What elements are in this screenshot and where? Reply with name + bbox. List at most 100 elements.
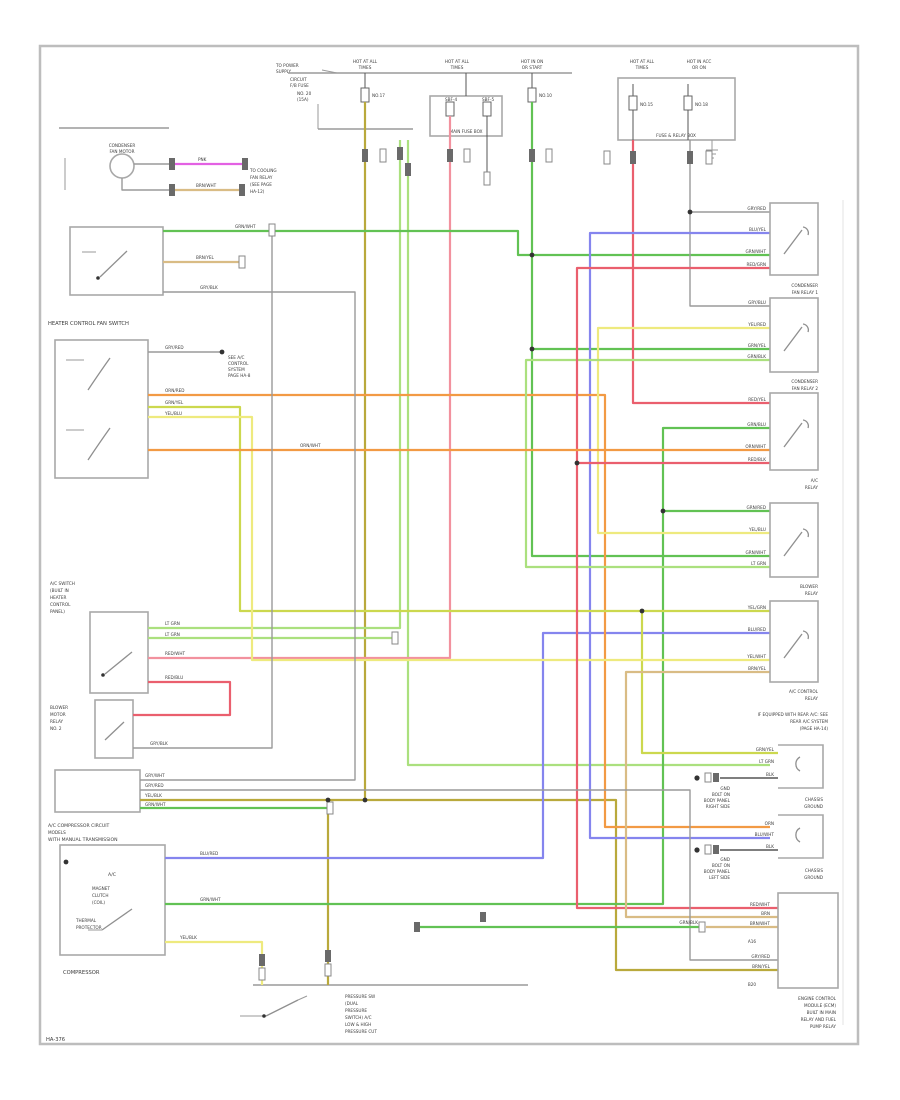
wire-ygreen — [148, 405, 770, 613]
svg-text:THERMAL: THERMAL — [75, 918, 97, 923]
svg-text:BRN/WHT: BRN/WHT — [750, 921, 771, 926]
junction-dots — [219, 209, 693, 803]
svg-text:HOT IN ACC: HOT IN ACC — [687, 59, 712, 64]
fuse-label-3: HOT IN ON OR START — [521, 59, 543, 70]
svg-text:ORN/RED: ORN/RED — [165, 388, 185, 393]
svg-text:BOLT ON: BOLT ON — [712, 863, 730, 868]
svg-text:RED/BLU: RED/BLU — [165, 675, 183, 680]
svg-text:LEFT SIDE: LEFT SIDE — [709, 875, 730, 880]
svg-text:BLU/YEL: BLU/YEL — [749, 227, 767, 232]
wire-gray-resistor — [140, 291, 356, 781]
svg-text:HEATER: HEATER — [50, 595, 67, 600]
svg-text:RIGHT SIDE: RIGHT SIDE — [706, 804, 731, 809]
svg-text:CONDENSER: CONDENSER — [791, 379, 818, 384]
svg-text:NO.18: NO.18 — [695, 102, 708, 107]
svg-text:GRN/WHT: GRN/WHT — [235, 224, 256, 229]
wire-code-labels: GRN/WHT PNK BRN/WHT BRN/YEL GRY/BLK GRY/… — [144, 157, 321, 940]
svg-text:FUSE & RELAY BOX: FUSE & RELAY BOX — [656, 133, 696, 138]
page-code: HA-376 — [46, 1037, 65, 1043]
wire-blue-trunk — [588, 231, 770, 840]
svg-text:GRY/RED: GRY/RED — [145, 783, 164, 788]
svg-text:LT GRN: LT GRN — [759, 759, 774, 764]
svg-text:REAR A/C SYSTEM: REAR A/C SYSTEM — [790, 719, 828, 724]
svg-text:BRN/YEL: BRN/YEL — [752, 964, 771, 969]
svg-text:CONDENSER: CONDENSER — [109, 143, 136, 148]
fuse-relay-box: HOT AT ALL TIMES HOT IN ACC OR ON NO.15 … — [617, 59, 736, 141]
wire-yellow-loop — [596, 326, 770, 535]
svg-text:A/C CONTROL: A/C CONTROL — [789, 689, 819, 694]
fuse-1-icon — [360, 87, 370, 103]
svg-text:F/B FUSE: F/B FUSE — [290, 83, 309, 88]
svg-text:YEL/BLK: YEL/BLK — [144, 793, 162, 798]
svg-text:PNK: PNK — [198, 157, 207, 162]
svg-text:B20: B20 — [748, 982, 757, 987]
compressor-label: COMPRESSOR — [63, 970, 100, 976]
svg-text:GRY/BLU: GRY/BLU — [748, 300, 766, 305]
joint-connector-2: ORN BLU/WHT BLK GND BOLT ON BODY PANEL L… — [694, 814, 824, 880]
svg-text:RELAY: RELAY — [805, 591, 819, 596]
svg-text:GRN/WHT: GRN/WHT — [145, 802, 166, 807]
svg-text:BLOWER: BLOWER — [800, 584, 818, 589]
svg-text:A/C SWITCH: A/C SWITCH — [50, 581, 75, 586]
fuse-sbf4-icon — [445, 101, 455, 117]
svg-text:GND: GND — [720, 857, 730, 862]
svg-text:GRY/WHT: GRY/WHT — [145, 773, 165, 778]
svg-text:RELAY: RELAY — [50, 719, 64, 724]
svg-text:MODULE (ECM): MODULE (ECM) — [804, 1003, 836, 1008]
wire-yellow-compressor — [165, 940, 264, 985]
svg-text:RED/YEL: RED/YEL — [748, 397, 766, 402]
svg-text:LT GRN: LT GRN — [165, 632, 180, 637]
fuse-5-icon — [683, 95, 693, 111]
svg-text:SYSTEM: SYSTEM — [228, 367, 245, 372]
svg-text:PRESSURE SW: PRESSURE SW — [345, 994, 375, 999]
svg-text:ENGINE CONTROL: ENGINE CONTROL — [798, 996, 836, 1001]
svg-text:HOT AT ALL: HOT AT ALL — [445, 59, 470, 64]
wires — [133, 102, 778, 985]
svg-text:BLK: BLK — [766, 844, 774, 849]
wire-red-trunk — [575, 266, 778, 910]
svg-text:SBF-5: SBF-5 — [482, 97, 494, 102]
svg-text:SEE A/C: SEE A/C — [228, 355, 245, 360]
svg-text:BLK: BLK — [766, 772, 774, 777]
svg-text:PUMP RELAY: PUMP RELAY — [810, 1024, 837, 1029]
svg-text:YEL/WHT: YEL/WHT — [746, 654, 766, 659]
svg-text:TIMES: TIMES — [450, 65, 464, 70]
wire-red-fuse — [631, 140, 770, 405]
wire-yellow — [148, 415, 770, 662]
svg-text:ORN: ORN — [765, 821, 774, 826]
svg-text:CONTROL: CONTROL — [228, 361, 249, 366]
svg-text:RELAY: RELAY — [805, 696, 819, 701]
diagram-border — [38, 44, 860, 1046]
svg-text:MODELS: MODELS — [48, 830, 66, 835]
relay-box-4: GRN/RED YEL/BLU GRN/WHT LT GRN BLOWER RE… — [745, 502, 819, 596]
svg-text:A/C: A/C — [811, 478, 818, 483]
svg-text:SWITCH) A/C: SWITCH) A/C — [345, 1015, 372, 1020]
wire-gray-ecm — [140, 789, 778, 961]
svg-text:MAIN FUSE BOX: MAIN FUSE BOX — [450, 129, 483, 134]
main-fuse-box: SBF-4 SBF-5 MAIN FUSE BOX — [429, 73, 503, 186]
compressor-heading: A/C COMPRESSOR CIRCUIT MODELS WITH MANUA… — [48, 823, 118, 843]
connector-blobs — [258, 147, 713, 981]
svg-text:HA-12): HA-12) — [250, 189, 265, 194]
resistor-box — [54, 769, 141, 813]
relay-box-5: YEL/GRN BLU/RED YEL/WHT BRN/YEL A/C CONT… — [746, 600, 819, 701]
svg-text:FAN RELAY 2: FAN RELAY 2 — [792, 386, 819, 391]
svg-text:GRY/RED: GRY/RED — [751, 954, 770, 959]
svg-text:(DUAL: (DUAL — [345, 1001, 359, 1006]
fuse-3-name: NO.10 — [539, 93, 552, 98]
svg-text:BLU/RED: BLU/RED — [200, 851, 218, 856]
fan-note: TO COOLING FAN RELAY (SEE PAGE HA-12) — [249, 168, 277, 194]
relay-box-3: RED/YEL GRN/BLU ORN/WHT RED/BLK A/C RELA… — [745, 392, 819, 490]
wire-green-relay1 — [163, 229, 770, 257]
wire-tan-ecm — [624, 670, 778, 919]
svg-text:HOT IN ON: HOT IN ON — [521, 59, 543, 64]
svg-text:GRN/BLK: GRN/BLK — [679, 920, 698, 925]
svg-text:NO. 20: NO. 20 — [297, 91, 312, 96]
svg-text:GRY/BLK: GRY/BLK — [200, 285, 218, 290]
svg-text:GRY/BLK: GRY/BLK — [150, 741, 168, 746]
relay-box-1: GRY/RED BLU/YEL GRN/WHT RED/GRN CONDENSE… — [745, 202, 819, 295]
svg-text:CLUTCH: CLUTCH — [92, 893, 109, 898]
svg-text:RELAY: RELAY — [805, 485, 819, 490]
svg-text:OR ON: OR ON — [692, 65, 706, 70]
svg-text:BRN/YEL: BRN/YEL — [196, 255, 215, 260]
